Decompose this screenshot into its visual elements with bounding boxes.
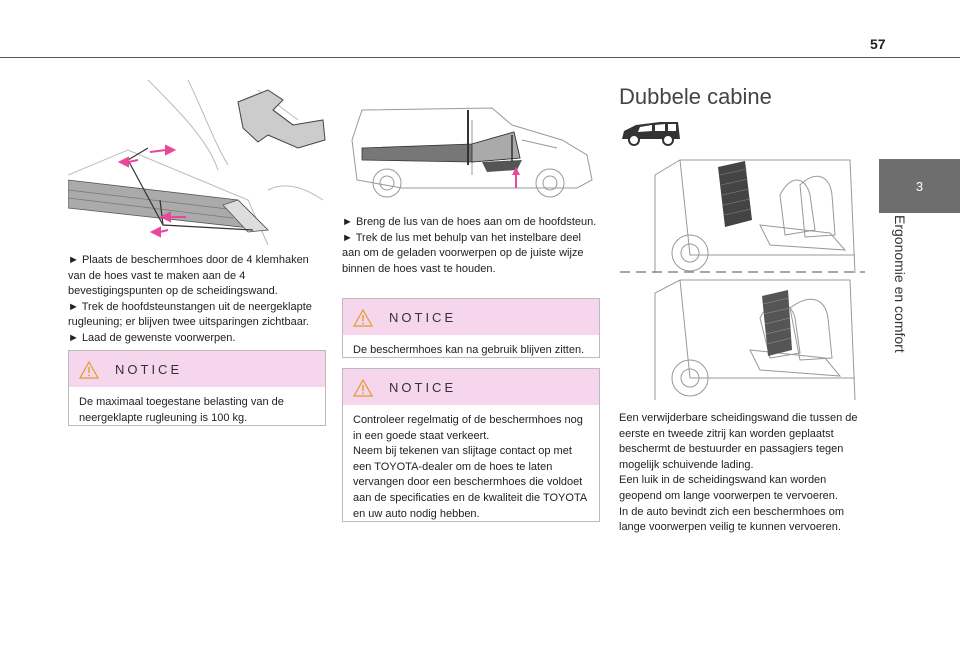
- step-text: ► Plaats de beschermhoes door de 4 klemh…: [68, 254, 309, 298]
- notice-header: NOTICE: [343, 299, 599, 335]
- warning-icon: [353, 309, 373, 327]
- description-line: In de auto bevindt zich een beschermhoes…: [619, 505, 845, 534]
- notice-header: NOTICE: [343, 369, 599, 405]
- column1-steps: ► Plaats de beschermhoes door de 4 klemh…: [68, 253, 326, 347]
- van-icon: [622, 122, 680, 146]
- step-text: ► Trek de hoofdsteunstangen uit de neerg…: [68, 300, 312, 329]
- notice-title: NOTICE: [389, 380, 457, 395]
- notice-box: NOTICE De beschermhoes kan na gebruik bl…: [342, 298, 600, 358]
- loop-fastening-illustration: [342, 80, 600, 205]
- column3-description: Een verwijderbare scheidingswand die tus…: [619, 411, 864, 536]
- description-line: Een verwijderbare scheidingswand die tus…: [619, 412, 858, 471]
- notice-text: Controleer regelmatig of de beschermhoes…: [343, 405, 599, 530]
- notice-title: NOTICE: [115, 362, 183, 377]
- step-text: ► Trek de lus met behulp van het instelb…: [342, 231, 584, 275]
- notice-header: NOTICE: [69, 351, 325, 387]
- partition-illustration-top: [650, 155, 858, 273]
- notice-box: NOTICE Controleer regelmatig of de besch…: [342, 368, 600, 522]
- notice-title: NOTICE: [389, 310, 457, 325]
- description-line: Een luik in de scheidingswand kan worden…: [619, 474, 838, 502]
- chapter-tab[interactable]: 3: [879, 159, 960, 213]
- step-text: ► Laad de gewenste voorwerpen.: [68, 331, 236, 344]
- notice-line: Controleer regelmatig of de beschermhoes…: [353, 414, 583, 442]
- notice-line: Neem bij tekenen van slijtage contact op…: [353, 445, 587, 520]
- partition-illustration-bottom: [650, 278, 858, 400]
- warning-icon: [79, 361, 99, 379]
- step-text: ► Breng de lus van de hoes aan om de hoo…: [342, 216, 597, 228]
- notice-box: NOTICE De maximaal toegestane belasting …: [68, 350, 326, 426]
- section-title: Dubbele cabine: [619, 84, 772, 109]
- column2-steps: ► Breng de lus van de hoes aan om de hoo…: [342, 215, 600, 277]
- notice-text: De beschermhoes kan na gebruik blijven z…: [353, 344, 585, 356]
- page-number: 57: [870, 36, 886, 52]
- chapter-title: Ergonomie en comfort: [892, 215, 908, 353]
- dashed-divider: [620, 271, 865, 273]
- header-rule: [0, 57, 960, 58]
- warning-icon: [353, 379, 373, 397]
- cover-attachment-illustration: [68, 80, 326, 248]
- notice-text: De maximaal toegestane belasting van de …: [79, 396, 284, 424]
